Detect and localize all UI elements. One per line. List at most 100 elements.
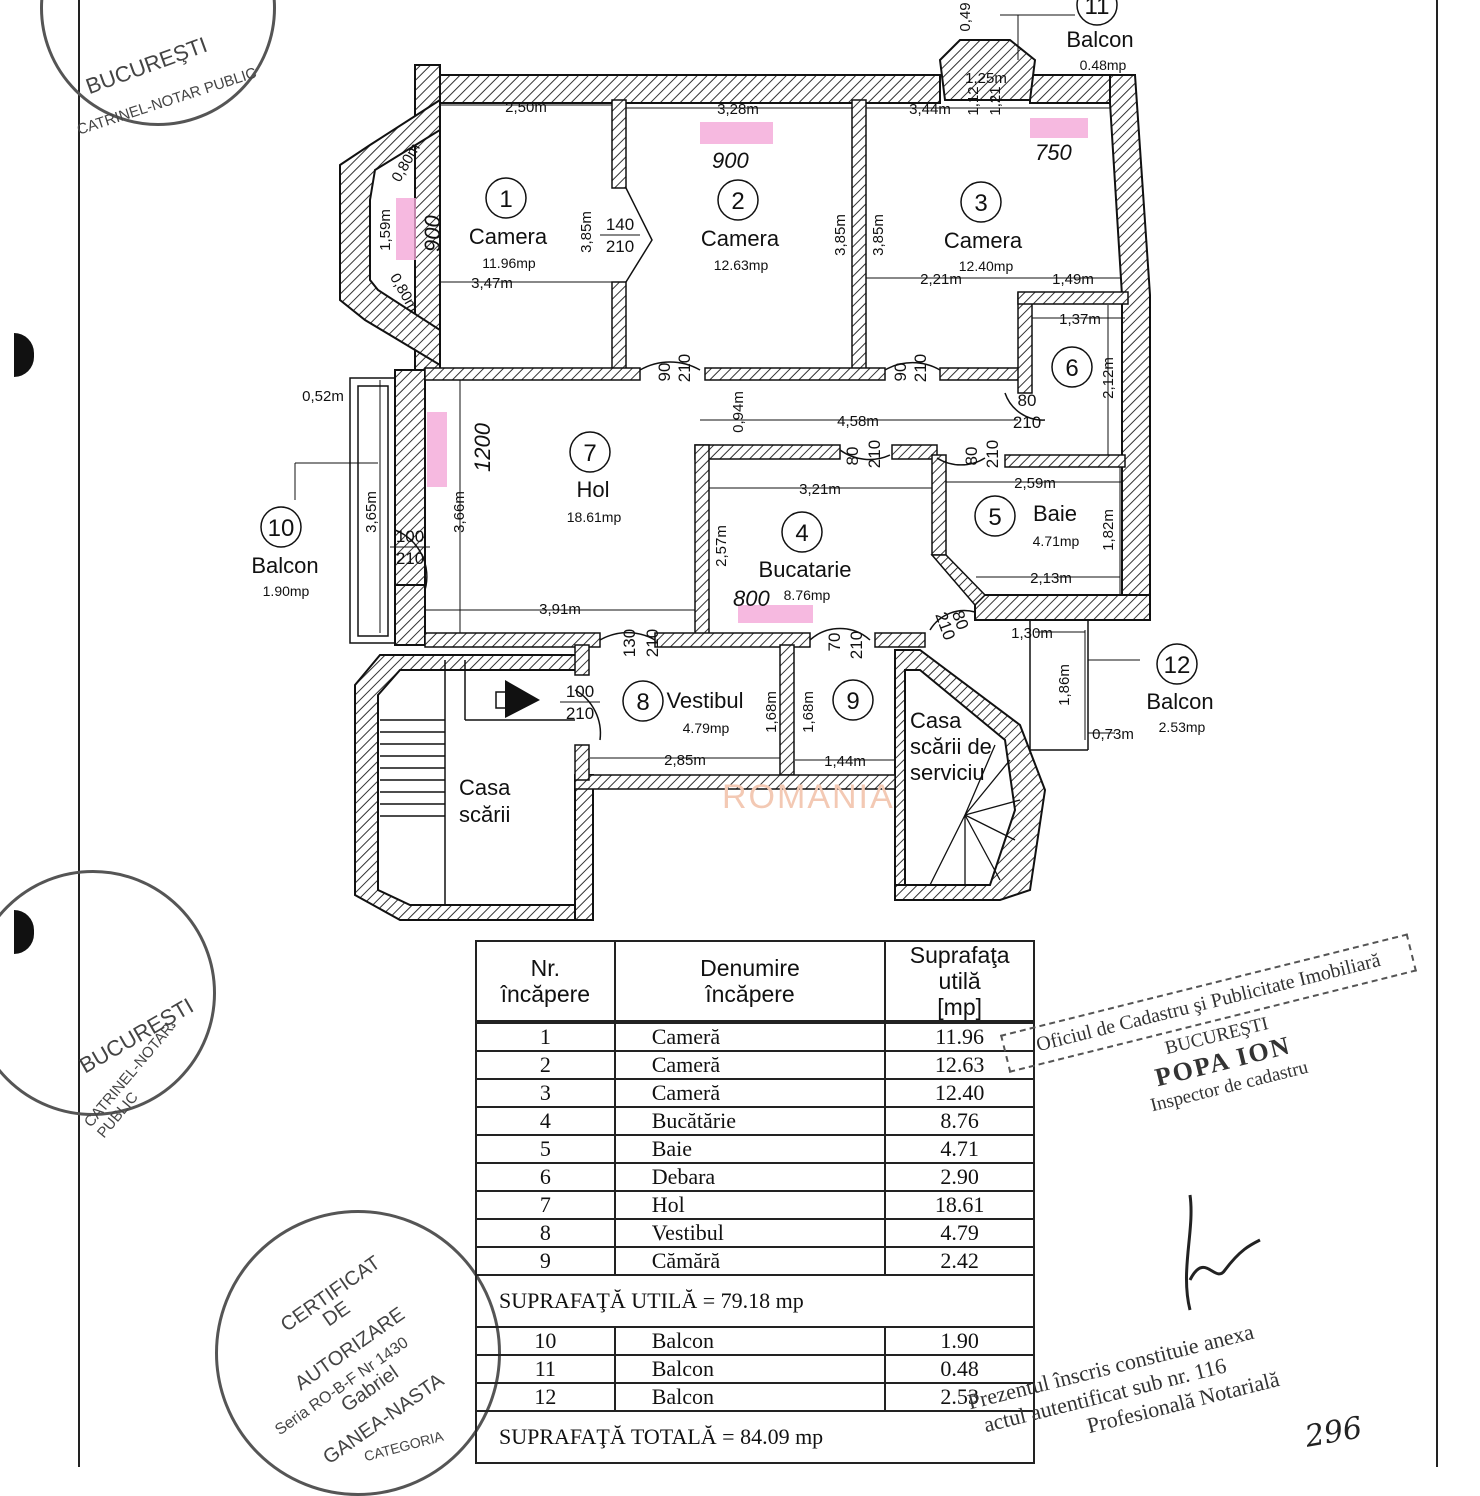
stairs-main <box>380 660 575 905</box>
room-10-area: 1.90mp <box>263 583 310 599</box>
exterior-walls <box>339 39 1151 921</box>
room-12-name: Balcon <box>1146 689 1213 714</box>
handwriting-room-1: 900 <box>420 215 445 252</box>
entrance-arrow-icon <box>505 680 540 718</box>
dim-label: 2,13m <box>1030 570 1072 587</box>
punch-hole <box>14 333 34 377</box>
room-1-area: 11.96mp <box>482 255 536 271</box>
dim-label: 1,30m <box>1011 625 1053 642</box>
floor-plan: ROMANIA 1 2 3 4 5 6 7 8 9 10 11 12 Camer… <box>251 0 1214 921</box>
svg-text:90: 90 <box>655 363 674 382</box>
handwriting-room-3: 750 <box>1035 140 1072 165</box>
svg-text:210: 210 <box>983 440 1002 468</box>
notary-stamp-middle: BUCUREŞTI CATRINEL-NOTAR PUBLIC <box>0 870 216 1141</box>
svg-text:140: 140 <box>606 215 634 234</box>
room-7-area: 18.61mp <box>567 509 622 525</box>
interior-walls <box>424 99 1129 790</box>
room-7-number: 7 <box>583 440 596 467</box>
dim-label: 2,21m <box>920 271 962 288</box>
dim-label: 3,91m <box>539 601 581 618</box>
room-number-circles <box>260 0 1198 722</box>
room-3-number: 3 <box>974 190 987 217</box>
room-5-name: Baie <box>1033 501 1077 526</box>
room-4-number: 4 <box>795 520 808 547</box>
certificate-stamp: CERTIFICAT DE AUTORIZARE Seria RO-B-F Nr… <box>215 1210 501 1496</box>
dim-label: 0,73m <box>1092 726 1134 743</box>
svg-text:130: 130 <box>620 629 639 657</box>
room-8-name: Vestibul <box>666 688 743 713</box>
svg-text:80: 80 <box>962 447 981 466</box>
room-3-area: 12.40mp <box>959 258 1014 274</box>
room-1-number: 1 <box>499 186 512 213</box>
door-swings <box>394 187 1046 741</box>
room-8-area: 4.79mp <box>683 720 730 736</box>
dim-label: 1,25m <box>965 70 1007 87</box>
room-11-number: 11 <box>1085 0 1110 20</box>
svg-text:100: 100 <box>396 527 424 546</box>
watermark: ROMANIA <box>722 778 895 816</box>
door-label: 90 210 <box>655 354 694 382</box>
stairs-service <box>929 744 1021 886</box>
highlights <box>396 118 1088 623</box>
dimension-lines <box>294 14 1140 761</box>
handwriting-room-2: 900 <box>712 148 749 173</box>
room-11-area: 0.48mp <box>1080 57 1127 73</box>
dim-label: 2,57m <box>713 525 730 567</box>
stairs-service-line3: serviciu <box>910 760 985 785</box>
svg-text:90: 90 <box>891 363 910 382</box>
stairs-main-line2: scării <box>459 802 510 827</box>
door-label: 80 210 <box>962 440 1002 468</box>
door-label: 80 210 <box>931 608 972 643</box>
dim-label: 3,47m <box>471 275 513 292</box>
stairs-service-line2: scării de <box>910 734 992 759</box>
dim-label: 3,28m <box>717 101 759 118</box>
room-5-number: 5 <box>988 504 1001 531</box>
handwriting-room-4: 800 <box>733 586 770 611</box>
door-label: 80 210 <box>843 440 884 468</box>
svg-text:210: 210 <box>847 631 866 659</box>
dim-label: 3,85m <box>832 214 849 256</box>
svg-text:210: 210 <box>643 629 662 657</box>
dim-label: 2,85m <box>664 752 706 769</box>
svg-text:70: 70 <box>825 633 844 652</box>
total-row: SUPRAFAŢĂ TOTALĂ = 84.09 mp <box>475 1410 1035 1464</box>
room-1-name: Camera <box>469 224 548 249</box>
room-7-name: Hol <box>576 477 609 502</box>
stairs-service-line1: Casa <box>910 708 962 733</box>
dim-label: 3,85m <box>870 214 887 256</box>
door-label: 70 210 <box>825 631 866 659</box>
dim-label: 0,52m <box>302 388 344 405</box>
dim-label: 0,94m <box>730 391 747 433</box>
room-12-area: 2.53mp <box>1159 719 1206 735</box>
door-label: 90 210 <box>891 354 930 382</box>
room-2-area: 12.63mp <box>714 257 769 273</box>
dim-label: 3,44m <box>909 101 951 118</box>
dim-label: 3,21m <box>799 481 841 498</box>
header-nr: Nr.încăpere <box>475 940 616 1024</box>
dim-label: 1,68m <box>763 691 780 733</box>
room-4-name: Bucatarie <box>759 557 852 582</box>
room-2-name: Camera <box>701 226 780 251</box>
room-10-name: Balcon <box>251 553 318 578</box>
svg-text:210: 210 <box>566 704 594 723</box>
svg-text:210: 210 <box>606 237 634 256</box>
dim-label: 1,59m <box>377 209 394 251</box>
door-label: 100 210 <box>390 527 430 568</box>
svg-text:210: 210 <box>865 440 884 468</box>
dim-label: 4,58m <box>837 413 879 430</box>
room-10-number: 10 <box>268 515 295 542</box>
room-12-number: 12 <box>1164 652 1191 679</box>
dim-label: 1,82m <box>1100 509 1117 551</box>
signature <box>1184 1194 1261 1311</box>
dim-label: 1,37m <box>1059 311 1101 328</box>
dim-label: 2,59m <box>1014 475 1056 492</box>
